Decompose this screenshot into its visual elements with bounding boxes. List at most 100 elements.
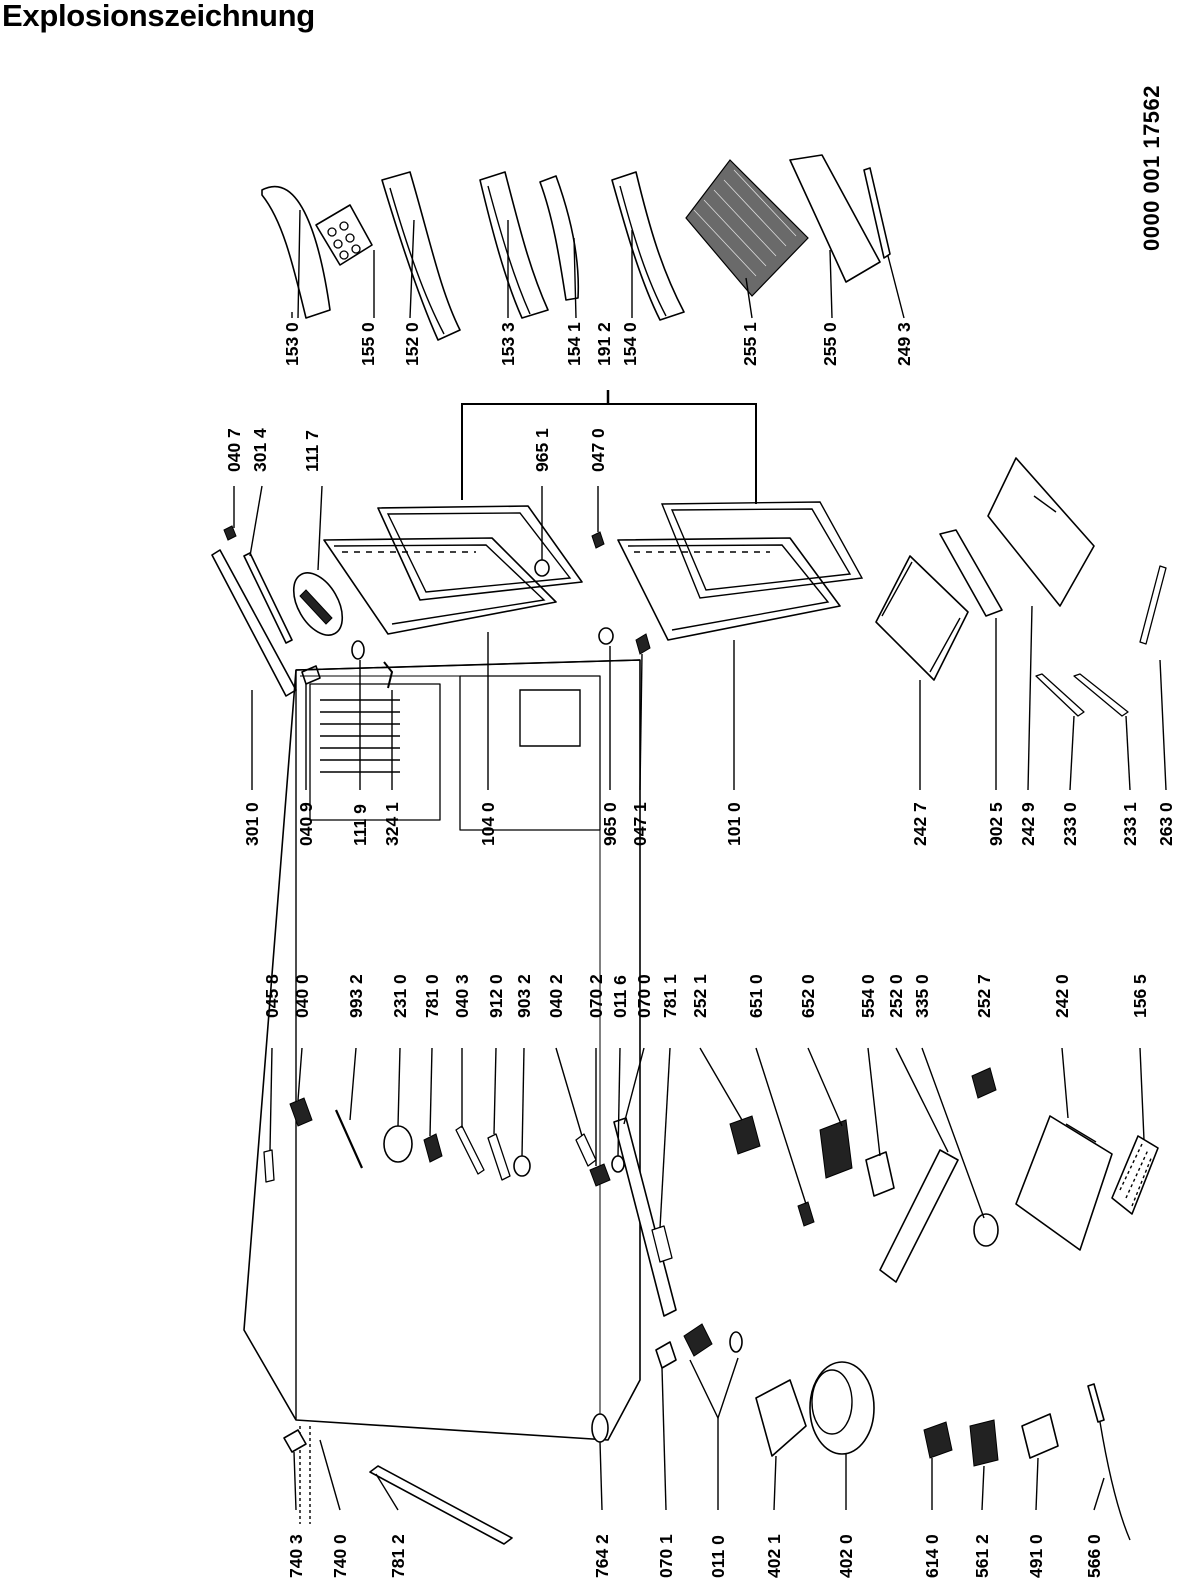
part-number-label: 040 2 [546, 974, 566, 1018]
part-number-label: 047 1 [630, 802, 650, 846]
part-number-label: 324 1 [382, 802, 402, 846]
door-bin-part [261, 185, 331, 319]
freezer-compartment-part [309, 683, 441, 821]
part-number-label: 233 1 [1120, 802, 1140, 846]
drawer-runner-part [1035, 673, 1085, 717]
part-number-label: 242 9 [1018, 802, 1038, 846]
door-gasket-frame-part [377, 505, 583, 601]
compressor-part [809, 1361, 875, 1455]
part-number-label: 045 8 [262, 974, 282, 1018]
part-number-label: 156 5 [1130, 974, 1150, 1018]
lamp-part [591, 1413, 609, 1443]
vegetable-drawer-part [987, 457, 1095, 607]
freezer-door-part [323, 537, 557, 635]
trim-strip-part [863, 167, 891, 259]
part-number-label: 614 0 [922, 1534, 942, 1578]
part-number-label: 965 1 [532, 428, 552, 472]
page-title: Explosionszeichnung [2, 0, 315, 33]
glass-shelf-part [789, 154, 881, 283]
foot-part [283, 1429, 307, 1453]
part-number-label: 912 0 [486, 974, 506, 1018]
base-cover-part [613, 1117, 677, 1317]
part-number-label: 903 2 [514, 974, 534, 1018]
part-number-label: 993 2 [346, 974, 366, 1018]
freezer-drawer-part [1015, 1115, 1113, 1251]
part-number-label: 252 0 [886, 974, 906, 1018]
relay-part [923, 1421, 953, 1459]
doors-group [211, 390, 864, 697]
bottle-shelf-part [381, 171, 461, 341]
handle-strip-part-2 [243, 552, 293, 644]
seal-part [575, 1133, 597, 1167]
sensor-cable-part [1087, 1383, 1105, 1423]
part-number-label: 040 3 [452, 974, 472, 1018]
crisper-drawer-part [875, 555, 969, 681]
part-number-label: 070 2 [586, 974, 606, 1018]
part-number-label: 252 7 [974, 974, 994, 1018]
lamp-cover-part [383, 1125, 413, 1163]
part-number-label: 154 1 [564, 322, 584, 366]
part-number-label: 902 5 [986, 802, 1006, 846]
vent-grille-part [299, 1426, 311, 1524]
fan-part [683, 1323, 713, 1357]
part-number-label: 231 0 [390, 974, 410, 1018]
part-number-label: 040 9 [296, 802, 316, 846]
bracket-part [655, 1341, 677, 1369]
part-number-label: 233 0 [1060, 802, 1080, 846]
light-socket-part [797, 1201, 815, 1227]
switch-part [423, 1133, 443, 1163]
part-number-label: 040 7 [224, 428, 244, 472]
evaporator-switch-part [819, 1119, 853, 1179]
grid-shelf-part [685, 159, 809, 297]
part-number-label: 111 9 [350, 804, 370, 846]
drawers-group [875, 457, 1167, 717]
pin-part [263, 1149, 275, 1183]
part-number-label: 154 0 [620, 322, 640, 366]
part-number-label: 011 6 [610, 975, 630, 1018]
part-number-label: 255 0 [820, 322, 840, 366]
capacitor-part [1021, 1413, 1059, 1459]
bolt-part [611, 1155, 625, 1173]
part-number-label: 335 0 [912, 974, 932, 1018]
part-number-label: 153 0 [282, 322, 302, 366]
part-number-label: 965 0 [600, 802, 620, 846]
door-stop-part-2 [598, 627, 614, 645]
gasket-bracket-line [461, 403, 757, 504]
part-number-label: 781 1 [660, 974, 680, 1018]
part-number-label: 070 0 [634, 974, 654, 1018]
door-rail-part [539, 175, 580, 301]
part-number-label: 263 0 [1156, 802, 1176, 846]
part-number-label: 242 0 [1052, 974, 1072, 1018]
base-strip-part [369, 1465, 513, 1545]
hinge-bracket-part [289, 1097, 313, 1127]
part-number-label: 740 0 [330, 1534, 350, 1578]
door-accessories-group [261, 154, 891, 341]
part-number-label: 242 7 [910, 802, 930, 846]
hinge-part [591, 531, 605, 549]
part-number-label: 104 0 [478, 802, 498, 846]
part-number-label: 651 0 [746, 974, 766, 1018]
drawer-runner-part-2 [1073, 673, 1129, 717]
part-number-label: 561 2 [972, 1534, 992, 1578]
screw-part-2 [487, 1133, 511, 1181]
part-number-label: 249 3 [894, 322, 914, 366]
control-housing-part [879, 1149, 959, 1283]
cable-part [334, 1109, 364, 1169]
part-number-label: 781 0 [422, 974, 442, 1018]
drawer-cover-part [939, 529, 1003, 617]
part-number-label: 101 0 [724, 802, 744, 846]
screw-part [729, 1331, 743, 1353]
part-number-label: 566 0 [1084, 1534, 1104, 1578]
ice-tray-part [1111, 1135, 1159, 1215]
part-number-label: 191 2 [594, 322, 614, 366]
part-number-label: 402 0 [836, 1534, 856, 1578]
door-shelf-part [479, 171, 549, 319]
cabinet-body-part [243, 659, 641, 1441]
part-number-label: 301 4 [250, 428, 270, 472]
part-number-label: 070 1 [656, 1534, 676, 1578]
part-number-label: 040 0 [292, 974, 312, 1018]
thermal-protector-part [969, 1419, 999, 1467]
part-number-label: 740 3 [286, 1534, 306, 1578]
fridge-door-part [617, 537, 841, 641]
